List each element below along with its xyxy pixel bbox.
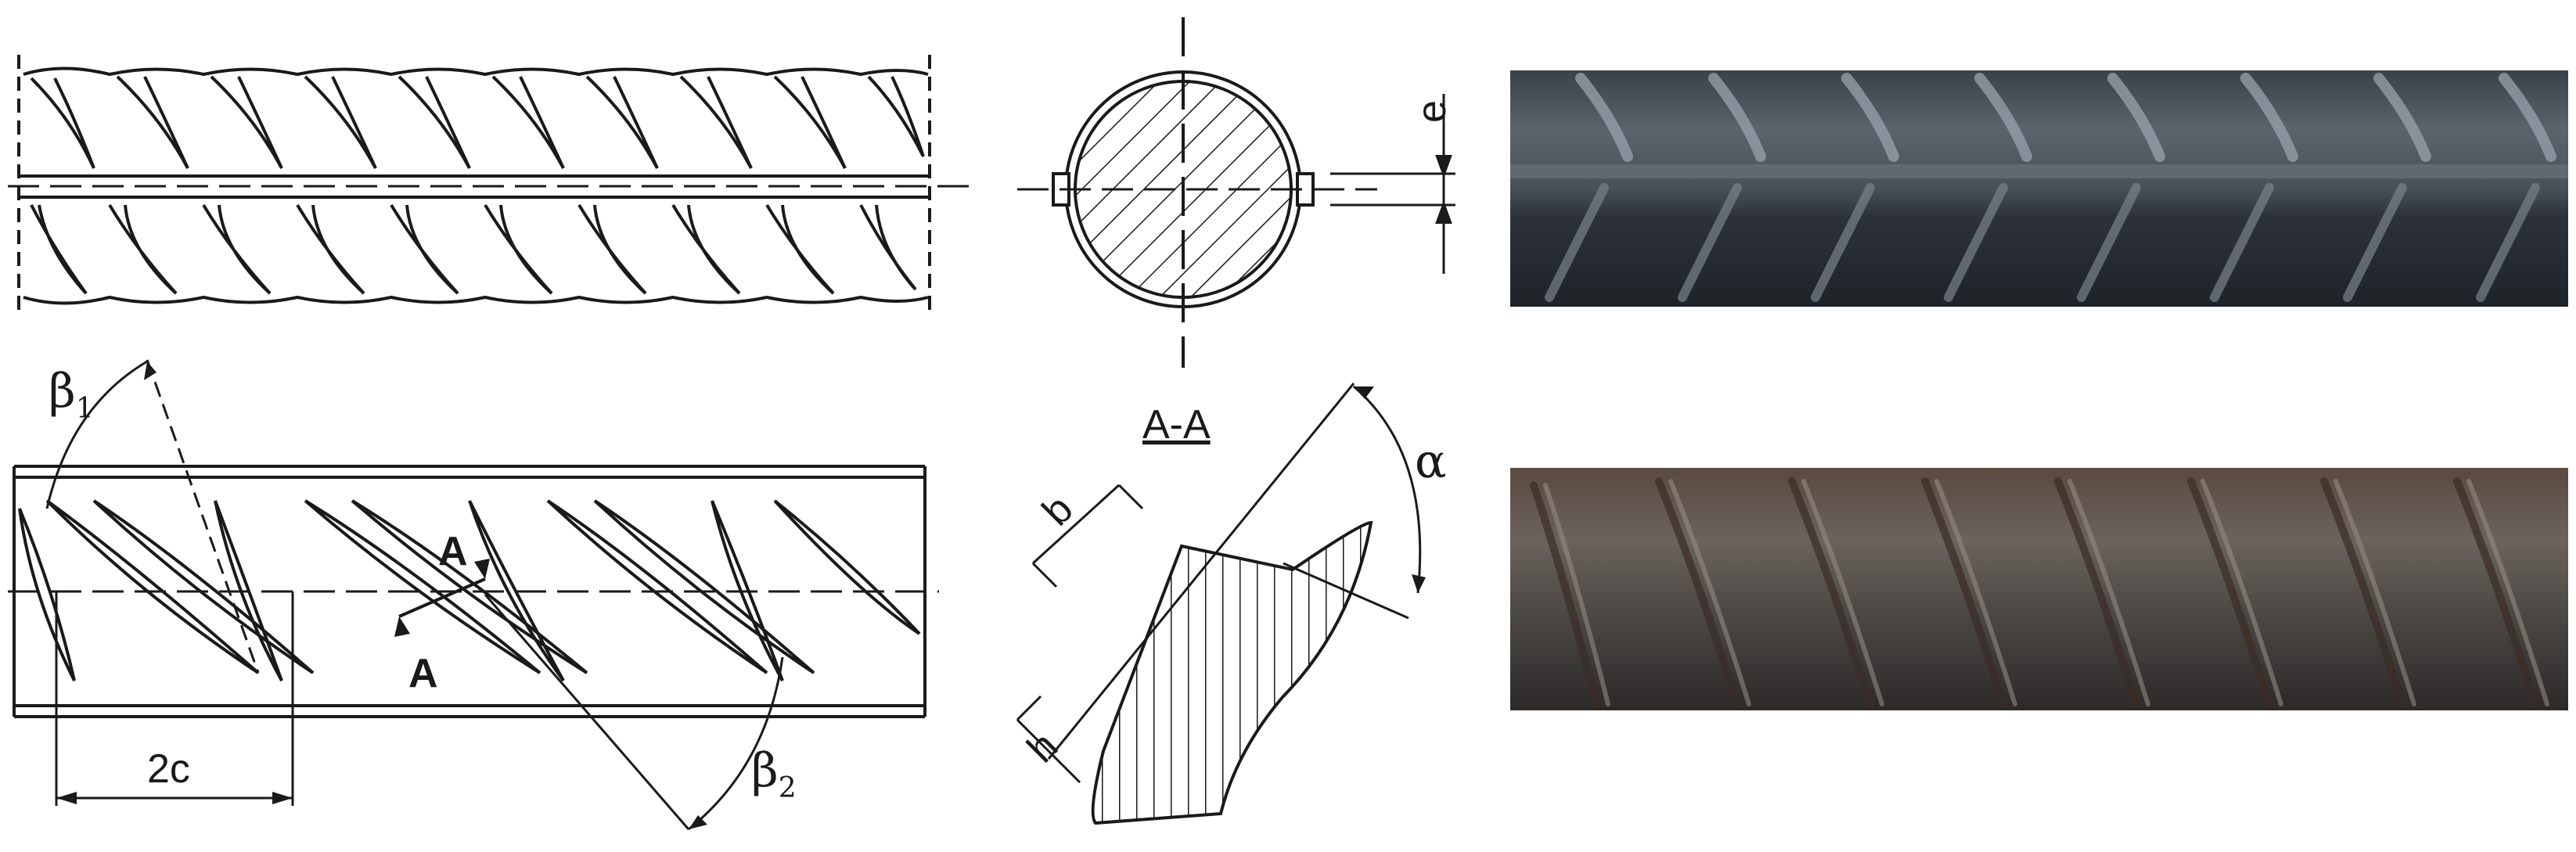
rebar-plan-drawing — [8, 359, 939, 831]
bottom-contour — [23, 295, 929, 305]
label-h: h — [1019, 724, 1067, 771]
beta2-arc — [688, 656, 784, 831]
rebar-photo-bottom — [1510, 468, 2568, 710]
label-section-arrow-bottom: A — [408, 651, 438, 696]
label-2c: 2c — [147, 746, 190, 792]
rebar-photo-top — [1510, 70, 2568, 307]
section-cut-line — [398, 577, 486, 618]
label-e: e — [1409, 100, 1455, 123]
beta1-arc — [45, 360, 148, 509]
lower-ribs — [30, 203, 917, 295]
upper-ribs — [30, 75, 925, 169]
cross-section-drawing — [1017, 17, 1455, 368]
top-contour — [23, 67, 929, 77]
rib-profile-hatched — [1091, 520, 1373, 825]
label-b: b — [1034, 487, 1081, 534]
section-title: A-A — [1142, 402, 1211, 448]
label-beta2: β2 — [751, 743, 797, 804]
label-beta1: β1 — [49, 364, 94, 425]
rebar-elevation-drawing — [8, 55, 978, 313]
alpha-arc — [1353, 385, 1422, 594]
label-section-arrow-top: A — [438, 529, 468, 574]
plan-arrowheads — [56, 361, 707, 829]
label-alpha: α — [1415, 434, 1447, 489]
rib-section-drawing — [1016, 383, 1422, 825]
rib-section-arrowheads — [1354, 386, 1426, 593]
